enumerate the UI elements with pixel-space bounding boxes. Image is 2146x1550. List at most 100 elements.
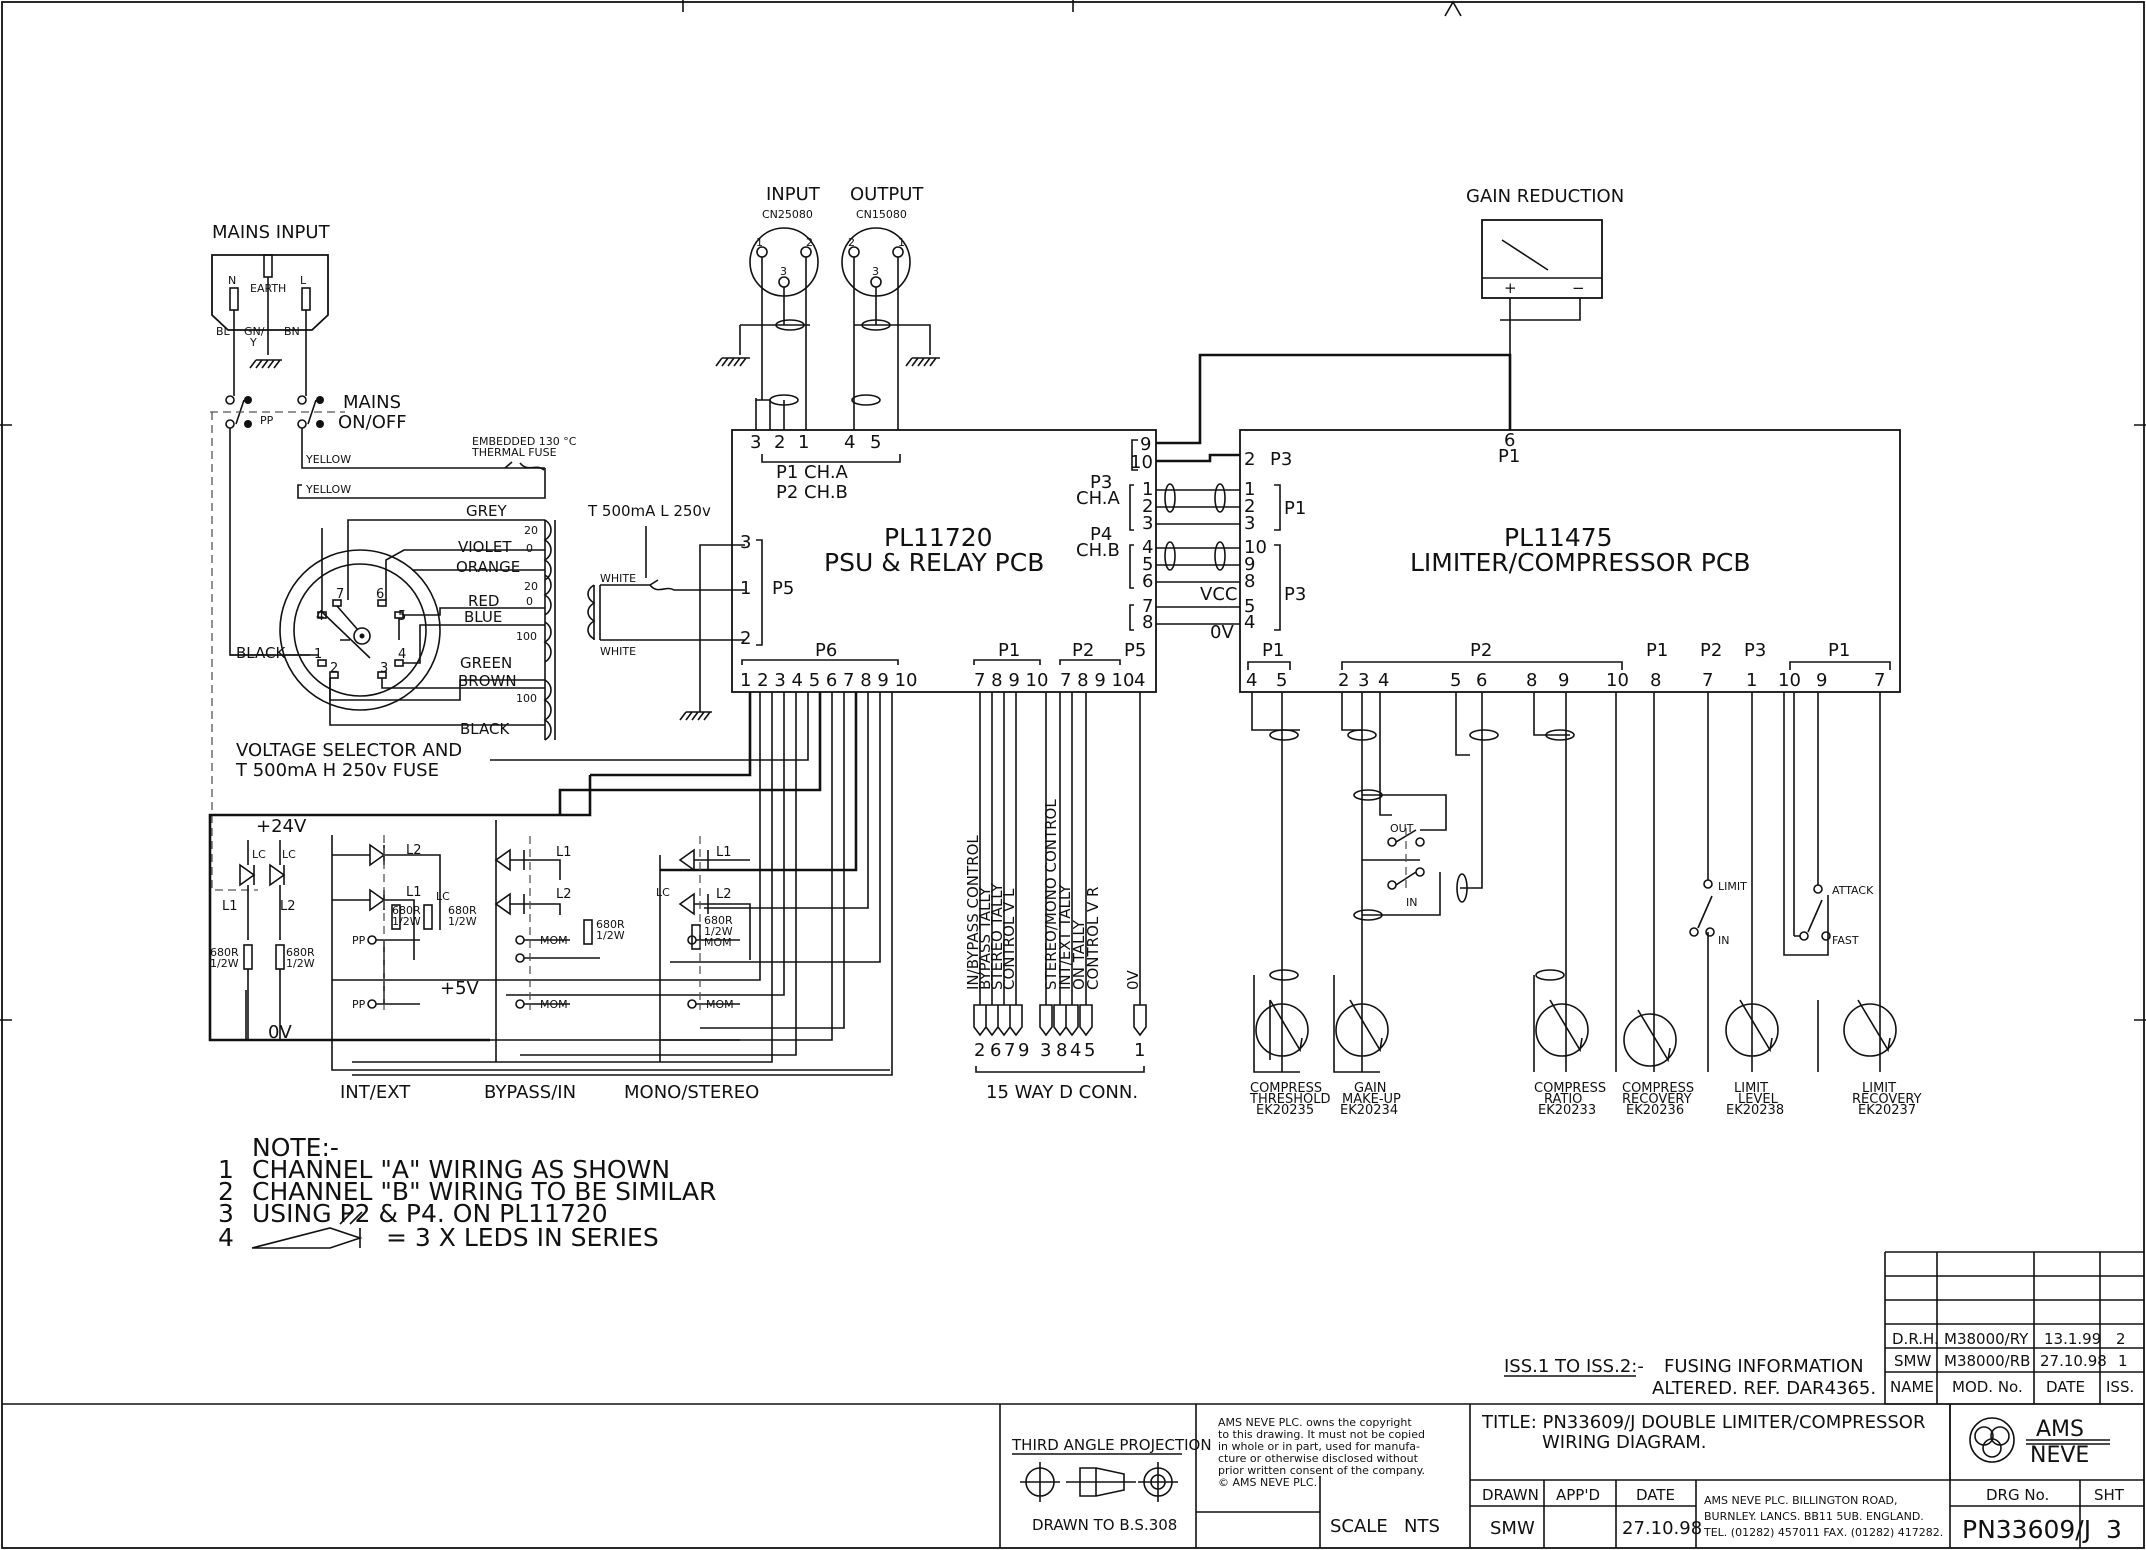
svg-text:VIOLET: VIOLET [458,538,512,556]
svg-text:1/2W: 1/2W [448,915,477,928]
projection-label: THIRD ANGLE PROJECTION [1011,1436,1212,1454]
mono-stereo-switch: L1 L2 LC 680R 1/2W MOM MOM MONO/STEREO [624,836,759,1103]
svg-text:BLACK: BLACK [460,720,510,738]
svg-text:8: 8 [1244,571,1255,592]
svg-text:CONTROL V L: CONTROL V L [1000,888,1018,990]
svg-text:6: 6 [990,1040,1001,1061]
svg-text:WHITE: WHITE [600,572,636,585]
svg-text:P5: P5 [1124,640,1146,661]
svg-text:VCC: VCC [1200,584,1237,605]
psu-relay-pcb: PL11720 PSU & RELAY PCB 3 2 1 4 5 P1 CH.… [731,429,1157,693]
svg-text:L2: L2 [280,899,296,914]
svg-text:20: 20 [524,580,538,593]
svg-text:CHANNEL "B" WIRING TO BE SIMIL: CHANNEL "B" WIRING TO BE SIMILAR [252,1177,716,1206]
svg-text:ATTACK: ATTACK [1832,884,1874,897]
scale-value: NTS [1404,1516,1440,1537]
svg-text:P2: P2 [1470,640,1492,661]
output-connector: OUTPUT CN15080 2 1 3 [841,184,940,430]
svg-text:8: 8 [1650,670,1661,691]
svg-text:BYPASS TALLY: BYPASS TALLY [976,886,994,990]
svg-text:P1: P1 [1828,640,1850,661]
svg-text:MOM: MOM [706,998,734,1011]
svg-text:3: 3 [1244,513,1255,534]
svg-text:THERMAL FUSE: THERMAL FUSE [471,446,557,459]
svg-text:CH.A: CH.A [1076,488,1121,509]
svg-text:3: 3 [1142,513,1153,534]
svg-text:EK20235: EK20235 [1256,1103,1314,1118]
svg-text:5: 5 [1084,1040,1095,1061]
svg-text:GN/: GN/ [244,325,265,338]
drawn-date: 27.10.98 [1622,1518,1702,1539]
svg-text:L1: L1 [716,845,732,860]
switch-panel-wiring: +24V +5V 0V [208,692,893,1076]
svg-text:LC: LC [656,886,670,899]
svg-text:680R: 680R [286,946,315,959]
bypass-in-switch: L1 L2 680R 1/2W MOM MOM BYPASS/IN [484,820,625,1103]
psu-pcb-name: PL11720 [884,523,993,552]
mains-input: MAINS INPUT N EARTH L BL GN/ Y BN [211,222,331,380]
svg-text:MOD. No.: MOD. No. [1952,1378,2023,1396]
svg-text:3: 3 [740,532,751,553]
svg-text:to this drawing. It must not b: to this drawing. It must not be copied [1218,1428,1425,1441]
svg-text:4: 4 [1070,1040,1081,1061]
svg-text:P3: P3 [1090,472,1112,493]
svg-text:L1: L1 [556,845,572,860]
svg-text:DRG No.: DRG No. [1986,1486,2049,1504]
svg-text:IN/BYPASS CONTROL: IN/BYPASS CONTROL [964,835,982,990]
drawing-notes: NOTE:- 1 CHANNEL "A" WIRING AS SHOWN 2 C… [218,1133,716,1252]
svg-text:P2 CH.B: P2 CH.B [776,482,848,503]
svg-text:2: 2 [848,236,855,249]
svg-text:EMBEDDED 130 °C: EMBEDDED 130 °C [472,435,577,448]
svg-text:P1: P1 [1262,640,1284,661]
svg-text:BLUE: BLUE [464,608,502,626]
svg-text:MOM: MOM [704,936,732,949]
svg-text:9: 9 [1018,1040,1029,1061]
int-ext-switch: L2 L1 680R 1/2W 680R 1/2W LC PP PP INT/E… [331,835,890,1103]
svg-text:7: 7 [336,587,344,602]
svg-text:3: 3 [1040,1040,1051,1061]
svg-text:= 3 X LEDS IN SERIES: = 3 X LEDS IN SERIES [386,1223,659,1252]
svg-text:OUTPUT: OUTPUT [850,184,924,205]
svg-text:5: 5 [870,432,881,453]
svg-text:1: 1 [1134,1040,1145,1061]
svg-text:© AMS NEVE PLC.: © AMS NEVE PLC. [1218,1476,1317,1489]
svg-text:0: 0 [526,542,533,555]
svg-text:L: L [300,274,307,287]
inter-pcb-wiring: VCC 0V [1156,353,1512,643]
drawing-number: PN33609/J [1962,1515,2091,1544]
svg-text:CHANNEL "A" WIRING AS SHOWN: CHANNEL "A" WIRING AS SHOWN [252,1155,670,1184]
svg-text:8: 8 [1142,612,1153,633]
svg-text:WHITE: WHITE [600,645,636,658]
svg-text:Y: Y [249,336,257,349]
svg-text:+: + [1504,279,1517,297]
svg-text:INPUT: INPUT [766,184,821,205]
svg-text:COMPRESS: COMPRESS [1534,1081,1606,1096]
svg-text:YELLOW: YELLOW [305,483,351,496]
svg-text:4: 4 [218,1223,234,1252]
svg-text:3: 3 [780,265,787,278]
svg-text:STEREO TALLY: STEREO TALLY [988,882,1006,990]
orientation-mark [1444,0,1462,17]
svg-text:2: 2 [806,236,813,249]
svg-text:FAST: FAST [1832,934,1859,947]
input-connector: INPUT CN25080 1 2 3 [715,184,821,430]
svg-text:TEL. (01282) 457011 FAX. (012: TEL. (01282) 457011 FAX. (01282) 417282. [1703,1526,1943,1539]
svg-text:D.R.H.: D.R.H. [1892,1330,1939,1348]
drawing-title-line1: TITLE: PN33609/J DOUBLE LIMITER/COMPRESS… [1481,1412,1925,1433]
svg-text:ALTERED. REF. DAR4365.: ALTERED. REF. DAR4365. [1652,1378,1876,1399]
svg-text:APP'D: APP'D [1556,1486,1600,1504]
svg-text:L1: L1 [222,899,238,914]
svg-text:3: 3 [872,265,879,278]
limiter-pcb-outline [1239,429,1901,693]
svg-text:PP: PP [260,414,274,427]
svg-text:8: 8 [1056,1040,1067,1061]
svg-text:P1: P1 [1284,498,1306,519]
svg-text:P3: P3 [1284,584,1306,605]
svg-text:13.1.99: 13.1.99 [2044,1330,2101,1348]
svg-text:3: 3 [750,432,761,453]
svg-text:PP: PP [352,934,366,947]
svg-text:GAIN: GAIN [1354,1081,1387,1096]
svg-text:EK20237: EK20237 [1858,1103,1916,1118]
svg-text:LIMIT: LIMIT [1734,1081,1768,1096]
svg-text:1: 1 [898,236,905,249]
